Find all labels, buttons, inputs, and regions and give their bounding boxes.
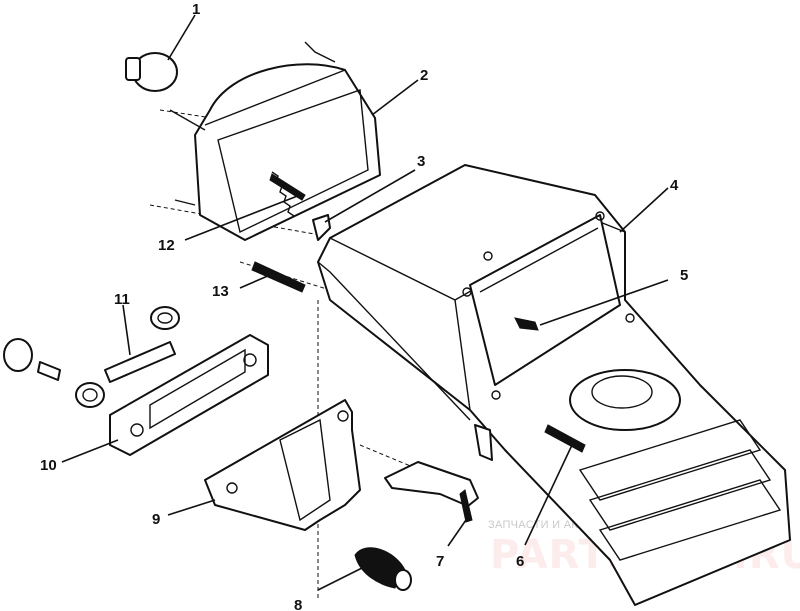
leader-line-13 [239,274,271,289]
grommet-hole [82,388,98,402]
gauge-opening-edge [479,227,599,293]
lower-bracket-hole [337,410,349,422]
callout-11: 11 [114,291,130,308]
leader-line-2 [371,79,419,116]
leader-line-12 [184,194,301,241]
spring-body [251,261,306,293]
spring-lower [251,261,306,293]
step-slot [588,449,772,531]
step-slot [598,479,782,561]
plate-body [104,341,176,383]
headlamp-body [194,63,381,241]
callout-1: 1 [192,1,200,18]
ignition-switch [3,338,61,381]
screw-long [544,424,586,453]
switch-bracket [109,334,269,456]
lower-bracket-channel [279,418,331,522]
bulb [125,52,178,92]
headlamp [169,41,381,241]
headlamp-edge [204,69,346,126]
screw-hole [491,390,501,400]
round-opening-inner [591,375,653,409]
screw-small [312,214,331,241]
callout-12: 12 [158,237,175,254]
callout-2: 2 [420,67,428,84]
screw-shank [544,424,586,453]
screw-dashboard [514,317,539,331]
grommet-ring [150,306,180,330]
leader-line-9 [167,499,216,516]
lower-bracket-body [204,399,361,531]
round-opening [569,369,681,431]
leader-line-10 [61,439,119,463]
leader-line-7 [447,519,467,547]
callout-5: 5 [680,267,688,284]
spring-body [269,173,306,201]
leader-line-8 [317,567,363,591]
callout-10: 10 [40,457,57,474]
screw-shank [514,317,539,331]
lower-bracket [204,399,361,531]
leader-line-4 [619,187,669,233]
switch-bracket-slots [149,348,246,430]
console-tab [474,424,493,461]
screw-hole [595,211,605,221]
console-housing-body [317,164,791,606]
switch-bracket-hole [243,353,257,367]
lower-bracket-hole [226,482,238,494]
bulb-base [125,57,141,81]
grommet-lower [75,382,105,408]
connector [354,547,412,591]
ignition-switch-body [3,338,33,372]
headlamp-bracket [169,109,206,131]
leader-line-3 [324,169,416,223]
leader-line-5 [539,279,669,326]
toggle-switch [384,461,479,523]
alignment-line [159,109,226,121]
callout-4: 4 [670,177,679,194]
headlamp-bracket [304,41,336,63]
screw-hole [462,287,472,297]
screw-head [312,214,331,241]
step-slot [578,419,762,501]
callout-13: 13 [212,283,229,300]
leader-lines [61,14,669,591]
switch-bracket-hole [130,423,144,437]
callout-6: 6 [516,553,524,570]
callout-8: 8 [294,597,302,611]
connector-tip [394,569,412,591]
toggle-switch-body [384,461,479,507]
alignment-line [359,444,421,471]
screw-hole [483,251,493,261]
grommet-upper [150,306,180,330]
headlamp-bracket [174,199,196,206]
console-housing [317,164,791,606]
grommet-hole [157,312,173,324]
callout-9: 9 [152,511,160,528]
toggle-switch-lead [459,489,473,523]
plate [104,341,176,383]
gauge-opening [469,214,621,386]
ignition-key [37,361,61,381]
callout-3: 3 [417,153,425,170]
console-housing-flange [317,261,471,421]
headlamp-lens [217,89,369,234]
leader-line-1 [167,14,196,61]
leader-line-6 [524,444,573,546]
callout-7: 7 [436,553,444,570]
grommet-ring [75,382,105,408]
spring-upper [269,171,306,217]
leader-line-11 [122,304,131,356]
callout-labels: 1 2 3 4 5 6 7 8 9 10 11 12 13 [40,1,688,611]
screw-hole [625,313,635,323]
